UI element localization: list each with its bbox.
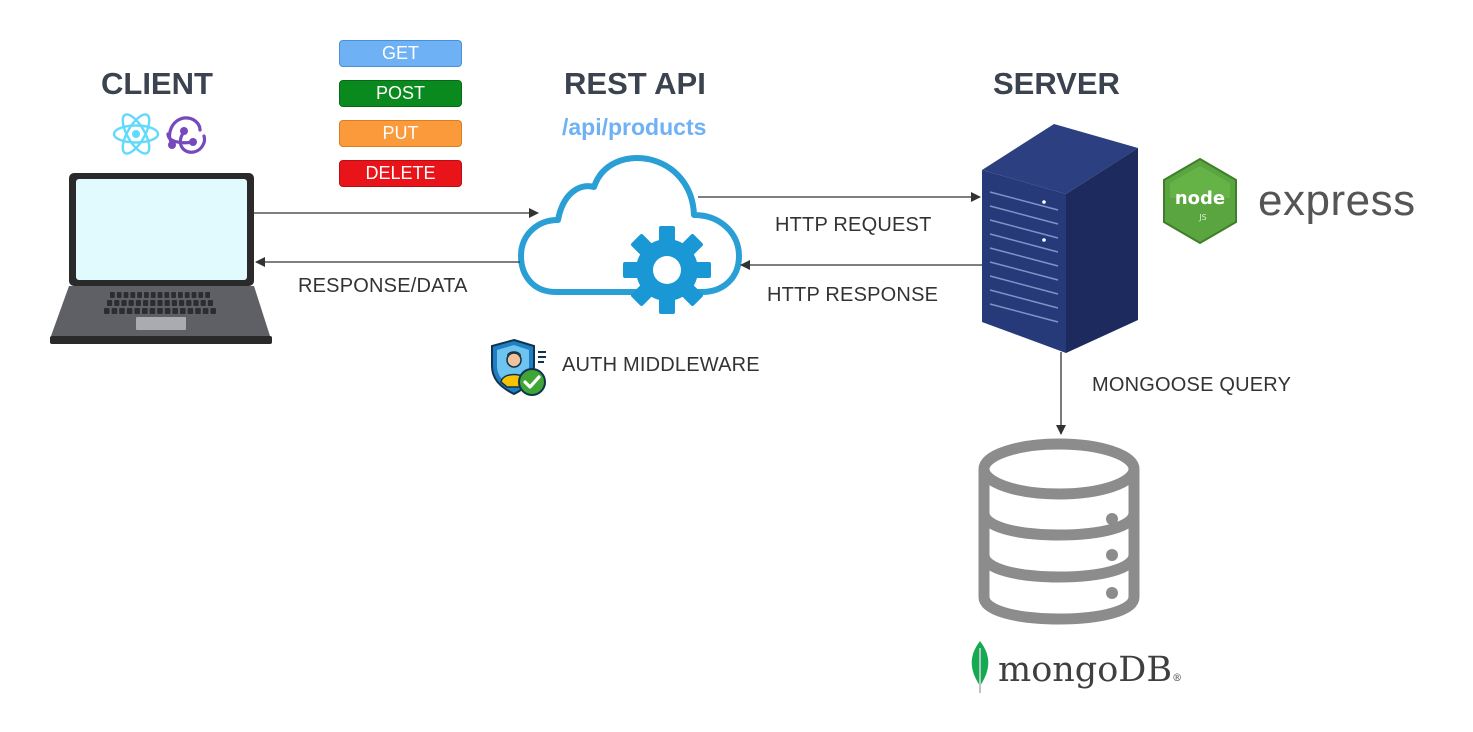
auth-shield-icon bbox=[491, 338, 546, 396]
database-icon bbox=[978, 438, 1140, 625]
http-response-label: HTTP RESPONSE bbox=[767, 284, 939, 306]
laptop-icon bbox=[50, 173, 272, 344]
nodejs-sub-text: JS bbox=[1198, 213, 1206, 222]
response-data-label: RESPONSE/DATA bbox=[298, 275, 468, 297]
server-heading: SERVER bbox=[993, 66, 1120, 101]
http-methods-list: GET POST PUT DELETE bbox=[339, 40, 462, 187]
react-icon bbox=[112, 113, 160, 155]
api-endpoint-label: /api/products bbox=[562, 114, 707, 140]
http-request-label: HTTP REQUEST bbox=[775, 214, 932, 236]
server-icon bbox=[982, 124, 1138, 353]
mongoose-query-label: MONGOOSE QUERY bbox=[1092, 374, 1292, 396]
method-get-badge: GET bbox=[339, 40, 462, 67]
client-heading: CLIENT bbox=[101, 66, 213, 101]
mongodb-leaf-icon bbox=[971, 641, 989, 693]
method-delete-badge: DELETE bbox=[339, 160, 462, 187]
mongodb-wordmark: mongoDB bbox=[998, 650, 1173, 690]
nodejs-badge-text: node bbox=[1175, 188, 1225, 209]
mongodb-registered-mark: ® bbox=[1172, 673, 1183, 684]
mongodb-logo-text: mongoDB® bbox=[998, 650, 1182, 690]
auth-middleware-label: AUTH MIDDLEWARE bbox=[562, 354, 760, 376]
method-put-badge: PUT bbox=[339, 120, 462, 147]
method-post-badge: POST bbox=[339, 80, 462, 107]
nodejs-icon: node JS bbox=[1163, 157, 1237, 245]
rest-api-heading: REST API bbox=[564, 66, 706, 101]
gear-icon bbox=[623, 226, 711, 314]
redux-icon bbox=[166, 116, 207, 154]
express-logo-text: express bbox=[1258, 176, 1416, 225]
